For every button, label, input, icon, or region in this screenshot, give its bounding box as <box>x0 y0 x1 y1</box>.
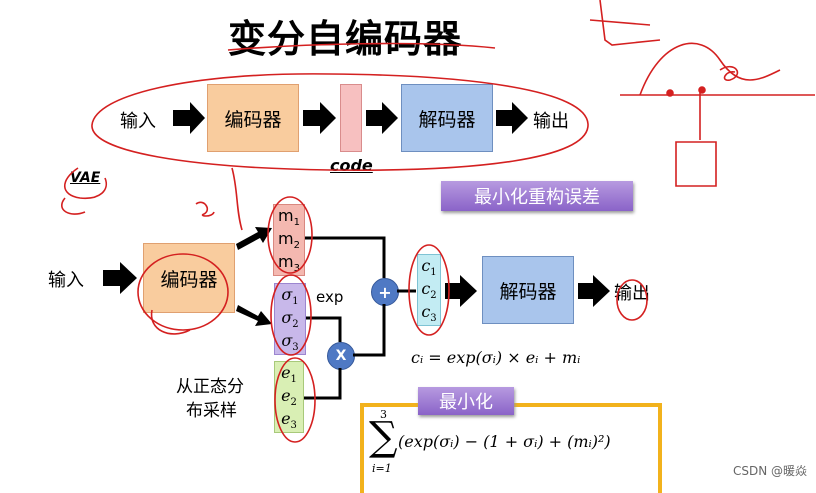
epsilon-item-2: e2 <box>281 385 297 409</box>
top-encoder-box: 编码器 <box>207 84 299 152</box>
minimize-banner: 最小化 <box>418 387 514 415</box>
connector-lines <box>304 236 416 400</box>
top-decoder-label: 解码器 <box>418 108 476 131</box>
minimize-label: 最小化 <box>439 392 493 413</box>
mean-item-2: m2 <box>278 228 300 252</box>
red-annotations <box>61 0 815 443</box>
top-output-label: 输出 <box>533 111 569 132</box>
arrow-to-sigma <box>236 305 272 326</box>
watermark: CSDN @暖焱 <box>733 464 808 478</box>
sum-symbol: ∑ <box>369 414 398 460</box>
top-input-label: 输入 <box>120 111 156 132</box>
minimize-reconstruction-banner: 最小化重构误差 <box>441 181 633 211</box>
page-title: 变分自编码器 <box>228 17 463 61</box>
bottom-decoder-label: 解码器 <box>499 280 557 303</box>
exp-label: exp <box>316 288 344 306</box>
epsilon-item-1: e1 <box>281 362 297 385</box>
bottom-input-label: 输入 <box>48 270 84 291</box>
sigma-item-2: σ2 <box>281 307 299 331</box>
loss-formula: (exp(σᵢ) − (1 + σᵢ) + (mᵢ)²) <box>398 432 611 451</box>
code-box <box>340 84 362 152</box>
bottom-output-label: 输出 <box>614 283 650 304</box>
sigma-vector: σ1 σ2 σ3 <box>274 283 306 355</box>
sample-label-line2: 布采样 <box>186 401 237 421</box>
sample-label-line1: 从正态分 <box>176 377 244 397</box>
top-encoder-label: 编码器 <box>224 108 282 131</box>
code-formula: cᵢ = exp(σᵢ) × eᵢ + mᵢ <box>411 348 581 367</box>
bottom-decoder-box: 解码器 <box>482 256 574 324</box>
top-flow-arrows <box>103 102 610 307</box>
vae-label: VAE <box>70 170 101 186</box>
sigma-item-3: σ3 <box>281 331 299 354</box>
code-item-3: c3 <box>421 302 437 325</box>
bottom-encoder-label: 编码器 <box>160 268 218 291</box>
mean-item-1: m1 <box>278 205 300 228</box>
mean-item-3: m3 <box>278 252 300 275</box>
sigma-item-1: σ1 <box>281 284 299 307</box>
sum-upper: 3 <box>380 408 387 421</box>
epsilon-item-3: e3 <box>281 409 297 432</box>
top-decoder-box: 解码器 <box>401 84 493 152</box>
sum-lower: i=1 <box>372 462 392 475</box>
code-item-2: c2 <box>421 278 437 302</box>
arrow-to-mean <box>236 227 272 250</box>
minimize-reconstruction-label: 最小化重构误差 <box>474 187 600 208</box>
latent-code-vector: c1 c2 c3 <box>417 254 441 326</box>
code-item-1: c1 <box>421 255 437 278</box>
